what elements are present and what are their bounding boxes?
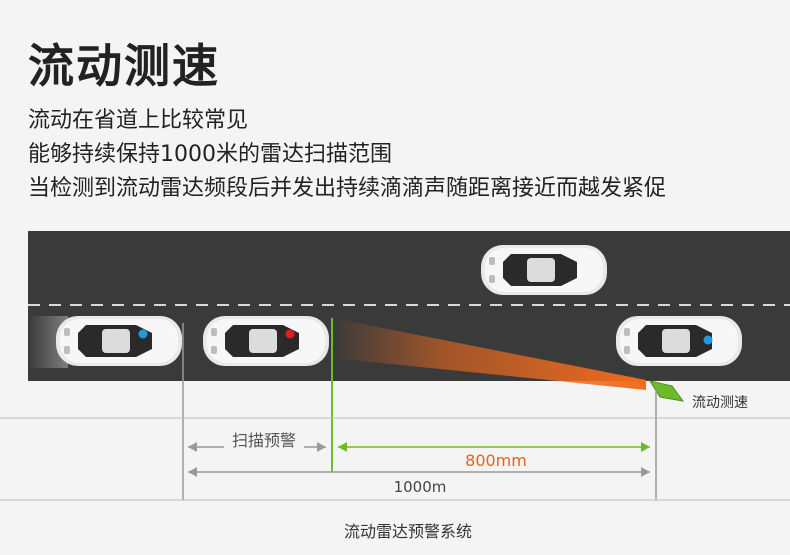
- desc-line-2: 能够持续保持1000米的雷达扫描范围: [28, 142, 392, 167]
- car-following: [56, 316, 182, 366]
- car-detecting: [203, 316, 329, 366]
- speed-camera-icon: [648, 380, 685, 402]
- car-upper-lane: [481, 245, 607, 295]
- car-ahead: [616, 316, 742, 366]
- desc-line-1: 流动在省道上比较常见: [28, 108, 249, 133]
- desc-line-3: 当检测到流动雷达频段后并发出持续滴滴声随距离接近而越发紧促: [28, 176, 667, 201]
- indicator-dot-red: [285, 329, 295, 339]
- diagram-caption: 流动雷达预警系统: [344, 522, 472, 541]
- indicator-dot-blue-2: [703, 335, 713, 345]
- page-title: 流动测速: [28, 39, 220, 93]
- scan-warning-label: 扫描预警: [232, 431, 296, 450]
- radar-beam: [332, 318, 646, 390]
- speed-camera-label: 流动测速: [692, 395, 748, 411]
- distance-800-label: 800mm: [465, 451, 527, 470]
- indicator-dot-blue: [138, 329, 148, 339]
- distance-1000-label: 1000m: [394, 478, 447, 496]
